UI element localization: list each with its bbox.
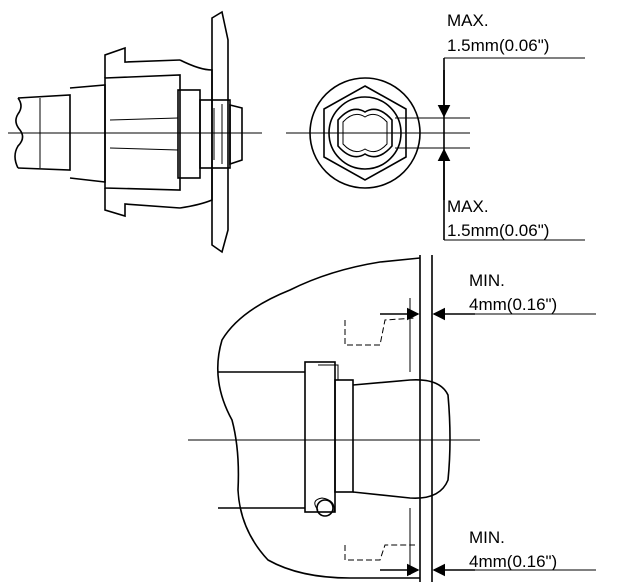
- callout-top-max-line1: MAX.: [447, 11, 489, 30]
- section-view: [188, 255, 596, 582]
- callout-bottom-min: MIN. 4mm(0.16"): [469, 528, 557, 571]
- callout-bottom-max-line1: MAX.: [447, 197, 489, 216]
- spindle-nut: [304, 361, 336, 513]
- outer-ring: [309, 77, 421, 189]
- callout-top-max-line2: 1.5mm(0.06"): [447, 36, 549, 55]
- callout-bottom-max-line2: 1.5mm(0.06"): [447, 221, 549, 240]
- hub-nut: [229, 103, 243, 166]
- nut-end-view: [286, 57, 585, 241]
- callout-bottom-min-line1: MIN.: [469, 528, 505, 547]
- collar: [352, 378, 451, 499]
- callout-top-min: MIN. 4mm(0.16"): [469, 271, 557, 314]
- staked-collar: [337, 108, 393, 158]
- callout-top-min-line1: MIN.: [469, 271, 505, 290]
- hex-nut: [323, 85, 407, 181]
- hub-side-view: [8, 10, 262, 254]
- flange: [211, 10, 229, 254]
- callout-bottom-max: MAX. 1.5mm(0.06"): [447, 197, 549, 240]
- callout-bottom-min-line2: 4mm(0.16"): [469, 552, 557, 571]
- break-line: [14, 97, 24, 169]
- callout-top-max: MAX. 1.5mm(0.06"): [447, 11, 549, 55]
- callout-top-min-line2: 4mm(0.16"): [469, 295, 557, 314]
- housing-outline: [217, 257, 421, 579]
